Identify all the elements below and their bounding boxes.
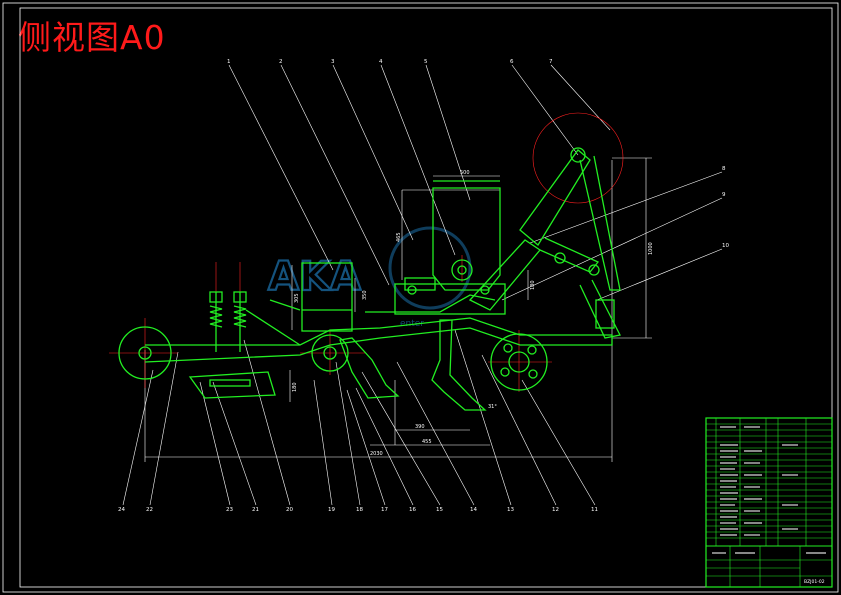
seed-hopper bbox=[432, 187, 501, 291]
dim-box-mid: 350 bbox=[362, 290, 368, 300]
callout-3: 3 bbox=[331, 59, 335, 65]
inner-border bbox=[19, 7, 833, 588]
dim-small-a: 180 bbox=[530, 280, 536, 290]
dim-hopper-width: 500 bbox=[460, 170, 470, 176]
callout-18: 18 bbox=[356, 507, 363, 513]
callouts-top: 1 2 3 4 5 6 7 8 9 10 bbox=[227, 59, 729, 249]
callout-20: 20 bbox=[286, 507, 293, 513]
metering-disc bbox=[311, 334, 349, 372]
seed-box bbox=[301, 262, 353, 332]
furrow-opener bbox=[431, 319, 487, 411]
dim-overall: 2030 bbox=[370, 451, 383, 457]
callout-6: 6 bbox=[510, 59, 514, 65]
title-block bbox=[705, 417, 833, 588]
callout-12: 12 bbox=[552, 507, 559, 513]
callout-24: 24 bbox=[118, 507, 125, 513]
drawing-title: 侧视图A0 bbox=[18, 18, 166, 57]
callout-9: 9 bbox=[722, 192, 726, 198]
dim-lower-b: 455 bbox=[422, 439, 432, 445]
press-wheel bbox=[118, 326, 172, 380]
callout-23: 23 bbox=[226, 507, 233, 513]
callouts-bottom: 24 22 23 21 20 19 18 17 16 15 14 13 12 1… bbox=[118, 507, 598, 513]
callout-7: 7 bbox=[549, 59, 553, 65]
dim-lower-a: 390 bbox=[415, 424, 425, 430]
dim-small-b: 180 bbox=[292, 382, 298, 392]
dim-box-left: 305 bbox=[294, 293, 300, 303]
callout-8: 8 bbox=[722, 166, 726, 172]
ground-wheel bbox=[490, 333, 548, 391]
callout-19: 19 bbox=[328, 507, 335, 513]
callout-11: 11 bbox=[591, 507, 598, 513]
callout-14: 14 bbox=[470, 507, 477, 513]
callout-1: 1 bbox=[227, 59, 231, 65]
callout-5: 5 bbox=[424, 59, 428, 65]
dimension-texts: 500 465 305 350 1000 180 180 390 455 203… bbox=[292, 170, 654, 457]
callout-16: 16 bbox=[409, 507, 416, 513]
furrow-box bbox=[188, 371, 276, 399]
callout-17: 17 bbox=[381, 507, 388, 513]
callout-2: 2 bbox=[279, 59, 283, 65]
dim-angle: 31° bbox=[488, 404, 497, 410]
callout-15: 15 bbox=[436, 507, 443, 513]
watermark: AKA enter bbox=[267, 226, 472, 329]
centerlines bbox=[109, 112, 624, 392]
callout-21: 21 bbox=[252, 507, 259, 513]
seeder-machine bbox=[118, 147, 621, 411]
drawing-number: BZJ01-02 bbox=[804, 579, 825, 585]
dim-hopper-height: 465 bbox=[396, 232, 402, 242]
callout-13: 13 bbox=[507, 507, 514, 513]
callout-4: 4 bbox=[379, 59, 383, 65]
watermark-main: AKA bbox=[268, 254, 361, 300]
callout-22: 22 bbox=[146, 507, 153, 513]
dimension-lines bbox=[122, 64, 723, 506]
callout-10: 10 bbox=[722, 243, 729, 249]
dim-frame-height: 1000 bbox=[648, 242, 654, 255]
